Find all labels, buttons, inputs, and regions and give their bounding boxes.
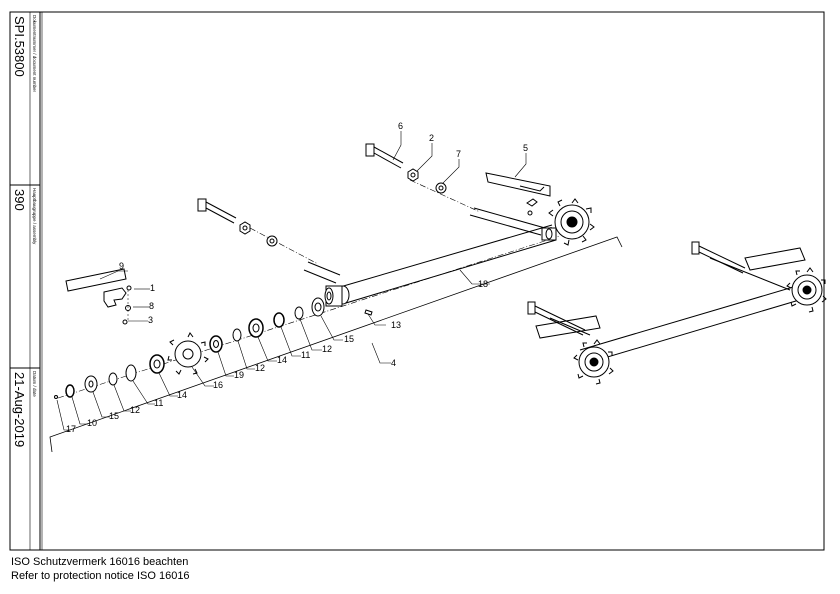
leader-lines: [56, 131, 527, 431]
callout-18: 18: [478, 279, 488, 289]
callout-5: 5: [523, 143, 528, 153]
bolt-axis-line: [409, 179, 481, 213]
callouts: 6 2 7 5 18 9 1 8 3 13 4 15 12 11 14 12 1…: [66, 121, 528, 434]
assembled-view: [527, 241, 827, 385]
callout-19: 19: [234, 370, 244, 380]
callout-9: 9: [119, 261, 124, 271]
nut-2: [407, 168, 419, 182]
ring-12-mid: [232, 328, 242, 342]
callout-7: 7: [456, 149, 461, 159]
callout-16: 16: [213, 380, 223, 390]
protection-notice-de: ISO Schutzvermerk 16016 beachten: [11, 556, 189, 568]
circlip-11-lower: [125, 364, 137, 382]
callout-8: 8: [149, 301, 154, 311]
assembled-plate-right: [744, 247, 806, 271]
callout-4: 4: [391, 358, 396, 368]
assembly-number: 390: [12, 189, 27, 211]
main-tube: [303, 207, 557, 307]
callout-15-upper: 15: [344, 334, 354, 344]
callout-14-upper: 14: [277, 355, 287, 365]
outer-frame: [9, 11, 825, 551]
callout-15-lower: 15: [109, 411, 119, 421]
callout-1: 1: [150, 283, 155, 293]
callout-2: 2: [429, 133, 434, 143]
pin-17: [54, 395, 58, 399]
date-caption: Datum / date: [32, 371, 37, 397]
callout-6: 6: [398, 121, 403, 131]
callout-14-lower: 14: [177, 390, 187, 400]
upper-sprocket: [541, 198, 595, 246]
plate-9: [65, 268, 132, 325]
circlip-11-upper: [273, 312, 285, 328]
protection-notice-en: Refer to protection notice ISO 16016: [11, 570, 190, 582]
callout-11-lower: 11: [154, 398, 163, 408]
assembled-plate-left: [535, 315, 601, 339]
bolt-left: [197, 198, 278, 247]
document-number: SPI.53800: [12, 16, 27, 77]
assembly-caption: Hauptbaugruppe / assembly: [32, 188, 37, 245]
callout-10: 10: [87, 418, 97, 428]
callout-12-mid: 12: [255, 363, 265, 373]
callout-17: 17: [66, 424, 76, 434]
ring-12-upper: [294, 306, 304, 320]
washer-7: [435, 182, 447, 194]
assembly-bracket: [49, 236, 623, 453]
callout-11-upper: 11: [301, 350, 310, 360]
callout-13: 13: [391, 320, 401, 330]
document-number-caption: Dokumentnummer / document number: [32, 15, 37, 93]
plate-5: [485, 172, 551, 216]
callout-12-lower: 12: [130, 405, 140, 415]
callout-12-upper: 12: [322, 344, 332, 354]
screw-13: [364, 309, 373, 316]
shaft-hardware: [54, 297, 373, 399]
circlip-10: [65, 384, 75, 398]
callout-3: 3: [148, 315, 153, 325]
bolt-axis-line-2: [249, 227, 319, 265]
title-block: Dokumentnummer / document number SPI.538…: [12, 15, 37, 447]
drawing-date: 21-Aug-2019: [12, 372, 27, 447]
bolt-6: [365, 143, 404, 169]
exploded-assembly: [49, 131, 623, 453]
ring-12-lower: [108, 372, 118, 386]
